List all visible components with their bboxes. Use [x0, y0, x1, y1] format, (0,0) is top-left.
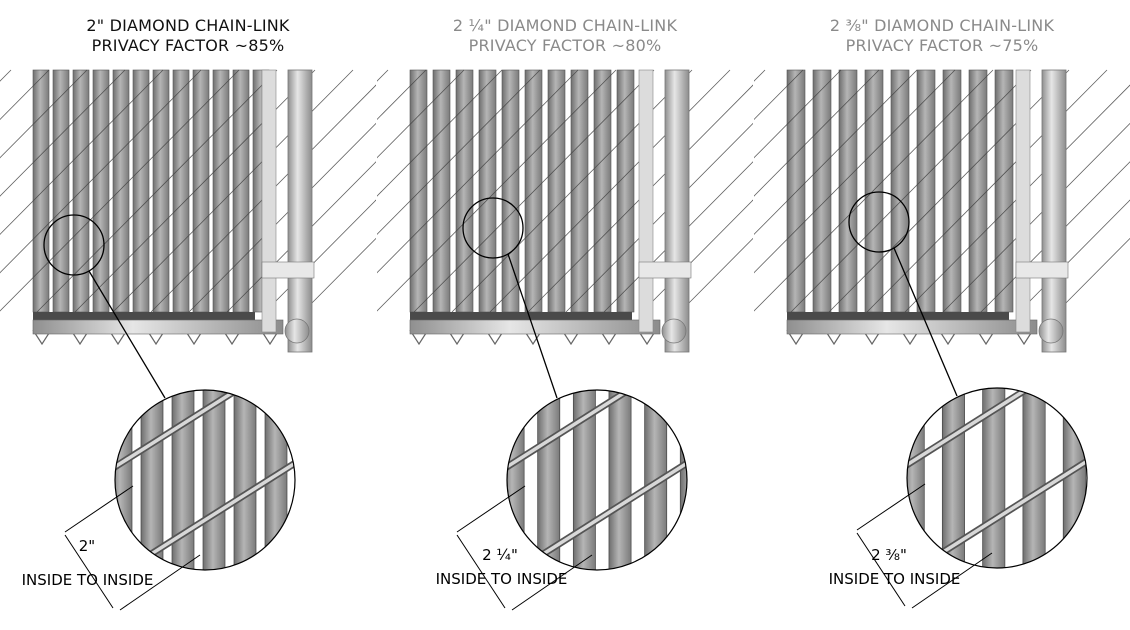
title-line-2: PRIVACY FACTOR ~80%	[468, 36, 662, 55]
privacy-slats	[32, 69, 270, 313]
fence-panel-2-3-8in: 2 ⅜" DIAMOND CHAIN-LINK PRIVACY FACTOR ~…	[754, 0, 1130, 630]
panel-title: 2 ¼" DIAMOND CHAIN-LINK PRIVACY FACTOR ~…	[377, 16, 753, 56]
panel-title: 2 ⅜" DIAMOND CHAIN-LINK PRIVACY FACTOR ~…	[754, 16, 1130, 56]
fence-illustration	[377, 69, 753, 611]
dimension-value: 2 ¼"	[482, 546, 518, 564]
dimension-note: INSIDE TO INSIDE	[435, 570, 568, 588]
title-line-2: PRIVACY FACTOR ~75%	[845, 36, 1039, 55]
fence-panel-2-1-4in: 2 ¼" DIAMOND CHAIN-LINK PRIVACY FACTOR ~…	[377, 0, 753, 630]
fence-illustration	[754, 69, 1130, 609]
title-line-1: 2 ⅜" DIAMOND CHAIN-LINK	[829, 16, 1055, 35]
title-line-1: 2" DIAMOND CHAIN-LINK	[86, 16, 290, 35]
zoom-detail	[507, 390, 687, 570]
dimension-value: 2"	[78, 537, 96, 555]
dimension-note: INSIDE TO INSIDE	[828, 570, 961, 588]
privacy-slats	[786, 69, 1014, 313]
fence-illustration	[0, 69, 376, 611]
dimension-lines	[856, 483, 993, 609]
dimension-lines	[456, 485, 593, 611]
dimension-note: INSIDE TO INSIDE	[21, 571, 154, 589]
panel-title: 2" DIAMOND CHAIN-LINK PRIVACY FACTOR ~85…	[0, 16, 376, 56]
title-line-2: PRIVACY FACTOR ~85%	[91, 36, 285, 55]
zoom-detail	[115, 390, 295, 570]
fence-panel-2in: 2" DIAMOND CHAIN-LINK PRIVACY FACTOR ~85…	[0, 0, 376, 630]
dimension-lines	[64, 485, 201, 611]
title-line-1: 2 ¼" DIAMOND CHAIN-LINK	[452, 16, 678, 35]
privacy-slats	[409, 69, 635, 313]
chain-wire	[754, 69, 1130, 313]
dimension-value: 2 ⅜"	[871, 546, 907, 564]
zoom-detail	[907, 388, 1087, 568]
